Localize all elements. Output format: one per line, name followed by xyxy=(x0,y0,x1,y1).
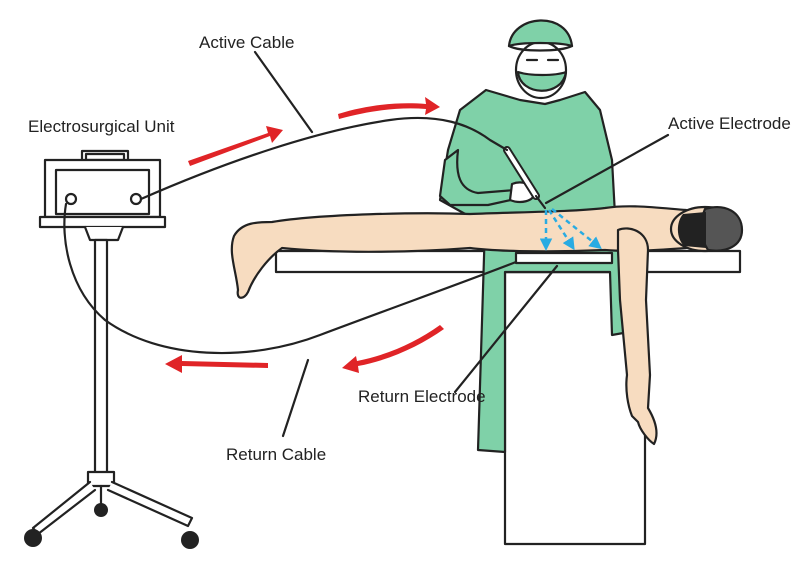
flow-arrow-return-1 xyxy=(165,355,268,373)
surgeon-mask xyxy=(516,70,568,92)
label-electrosurgical-unit: Electrosurgical Unit xyxy=(28,117,175,136)
flow-arrow-return-2 xyxy=(342,325,444,373)
flow-arrows xyxy=(165,97,444,373)
caster-back xyxy=(94,503,108,517)
surgeon-gown xyxy=(438,88,642,454)
current-arrow-2 xyxy=(547,209,575,251)
stand-leg-left xyxy=(31,480,97,536)
unit-handle xyxy=(80,149,130,162)
flow-arrow-active-1 xyxy=(188,126,283,166)
surgeon-cap xyxy=(507,19,574,48)
active-electrode-pen xyxy=(503,146,547,210)
label-return-cable: Return Cable xyxy=(226,445,326,464)
return-port xyxy=(64,192,78,206)
leader-lines xyxy=(253,50,670,438)
stand-hub xyxy=(86,470,116,488)
leader-active-cable xyxy=(253,50,314,134)
unit-front-panel xyxy=(54,168,151,216)
patient-arm xyxy=(616,227,658,446)
return-cable xyxy=(63,202,518,355)
leader-return-electrode xyxy=(453,264,559,394)
stand-pole xyxy=(93,238,109,477)
active-port xyxy=(129,192,143,206)
patient-body xyxy=(230,205,698,299)
stand-leg-right xyxy=(106,480,194,528)
current-arrow-3 xyxy=(551,208,602,250)
surgeon xyxy=(438,19,642,454)
flow-arrow-active-2 xyxy=(338,97,440,119)
caster-left xyxy=(24,529,42,547)
label-active-cable: Active Cable xyxy=(199,33,294,52)
label-active-electrode: Active Electrode xyxy=(668,114,791,133)
surgeon-cap-band xyxy=(507,44,574,52)
label-return-electrode: Return Electrode xyxy=(358,387,486,406)
unit-base xyxy=(38,215,167,229)
leader-return-cable xyxy=(281,358,310,438)
electrosurgical-unit xyxy=(24,149,199,549)
stand-neck xyxy=(83,225,125,242)
return-electrode-pad xyxy=(514,251,614,265)
leader-active-electrode xyxy=(544,133,670,205)
patient-face-mask xyxy=(677,212,706,248)
active-cable xyxy=(139,116,509,201)
operating-table xyxy=(274,249,742,546)
surgeon-arm xyxy=(438,148,522,207)
current-path xyxy=(539,208,602,251)
patient-cap xyxy=(700,206,744,252)
caster-right xyxy=(181,531,199,549)
patient xyxy=(230,205,744,446)
